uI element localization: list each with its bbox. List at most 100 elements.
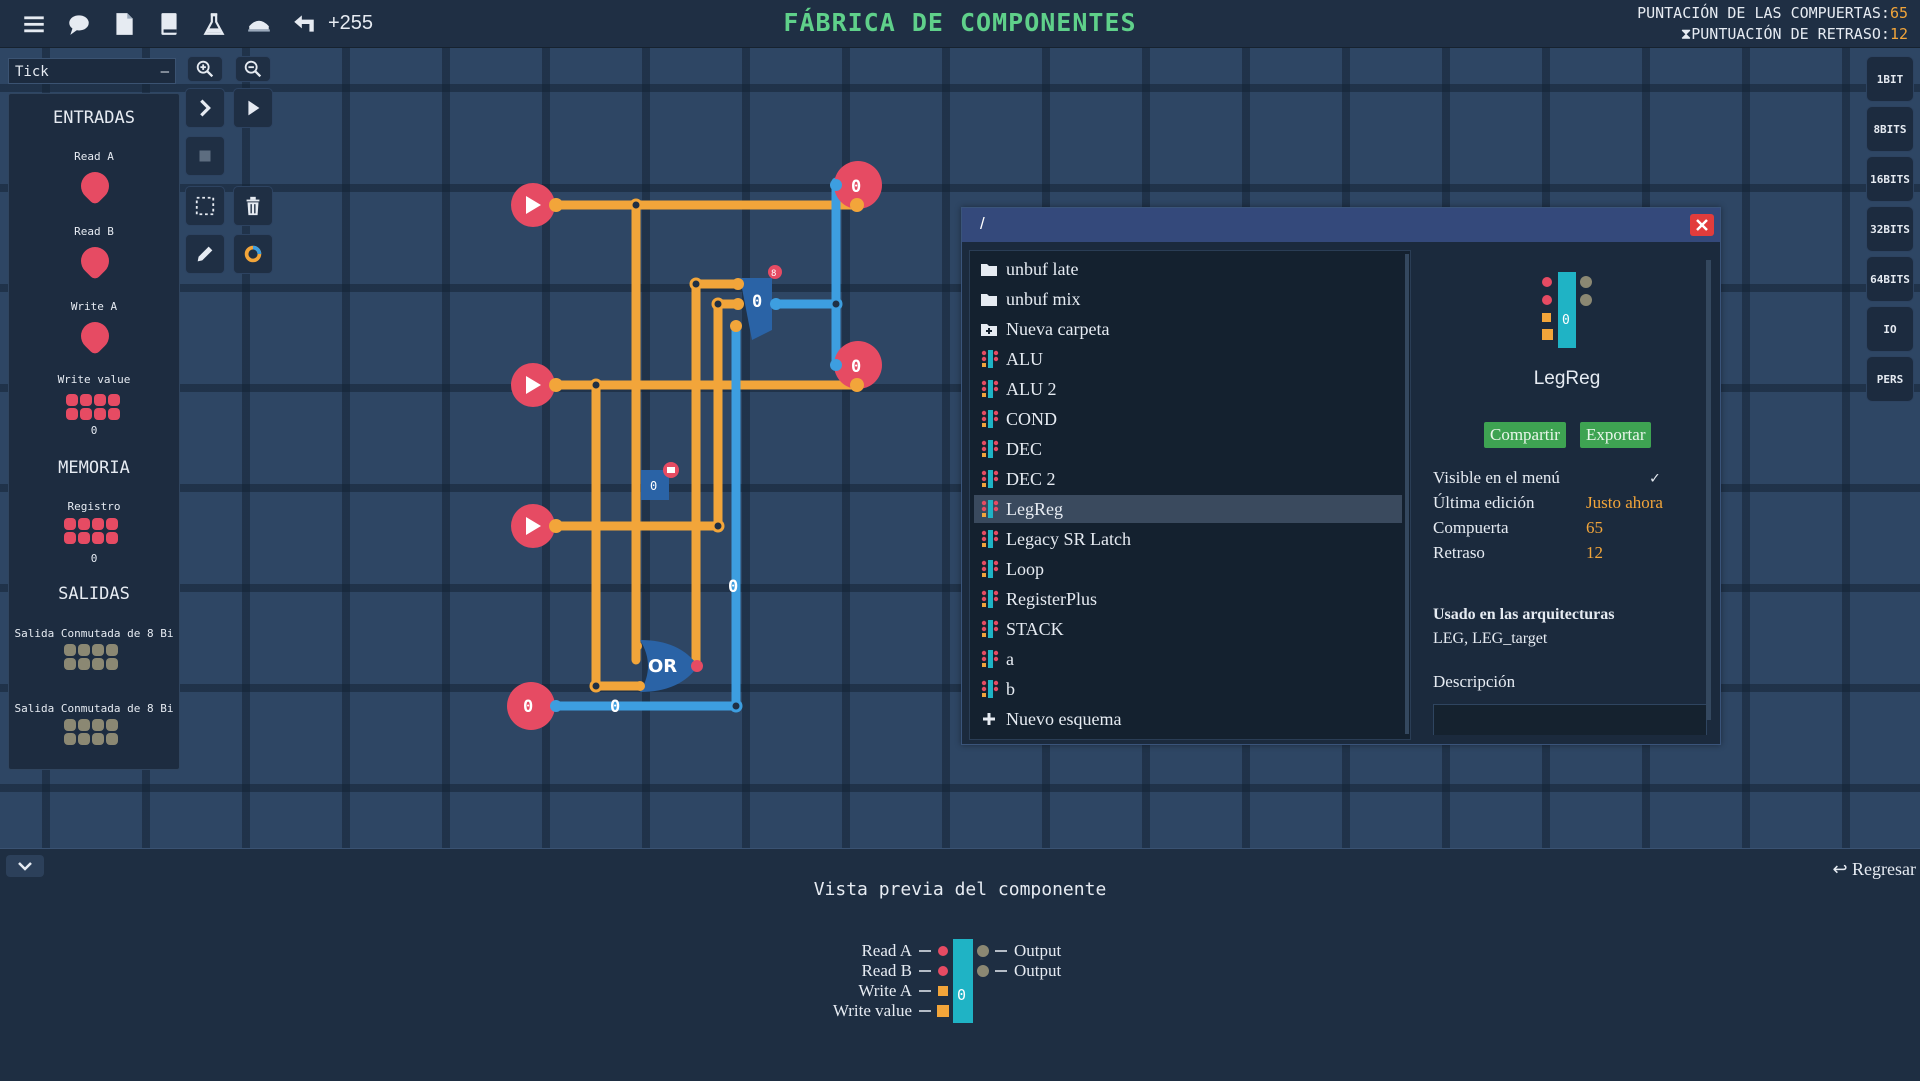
list-item[interactable]: ALU 2 (974, 375, 1402, 403)
list-item[interactable]: COND (974, 405, 1402, 433)
pencil-icon (197, 246, 213, 262)
menu-icon[interactable] (19, 9, 49, 39)
list-item[interactable]: DEC 2 (974, 465, 1402, 493)
preview-input-read-b: Read B (861, 961, 912, 980)
bit-button-pers[interactable]: PERS (1866, 356, 1914, 402)
list-item[interactable]: a (974, 645, 1402, 673)
export-button[interactable]: Exportar (1580, 422, 1652, 448)
preview-input-read-a: Read A (861, 941, 912, 960)
bit-button-16bits[interactable]: 16BITS (1866, 156, 1914, 202)
list-item[interactable]: Legacy SR Latch (974, 525, 1402, 553)
dialog-header: / (962, 208, 1720, 242)
list-item-label: unbuf mix (1006, 289, 1081, 309)
delay-label: Retraso (1433, 543, 1485, 562)
visible-in-menu-checkbox[interactable]: ✓ (1650, 468, 1660, 487)
bit-button-1bit[interactable]: 1BIT (1866, 56, 1914, 102)
tick-label: Tick (15, 64, 49, 80)
preview-title: Vista previa del componente (813, 879, 1107, 900)
list-item-label: b (1006, 679, 1015, 699)
bit-button-io[interactable]: IO (1866, 306, 1914, 352)
page-icon[interactable] (109, 9, 139, 39)
tick-selector[interactable]: Tick – (8, 58, 176, 84)
input-pin-1[interactable] (511, 183, 563, 227)
list-item[interactable]: b (974, 675, 1402, 703)
list-item[interactable]: STACK (974, 615, 1402, 643)
step-button[interactable] (185, 88, 225, 128)
list-item-label: Nuevo esquema (1006, 709, 1122, 729)
list-item[interactable]: DEC (974, 435, 1402, 463)
preview-chip: 0 (919, 939, 1007, 1023)
output-pin-2[interactable]: 0 (830, 341, 882, 392)
list-item-label: ALU (1006, 349, 1043, 369)
input-pin-4[interactable]: 0 (507, 682, 562, 730)
delete-button[interactable] (233, 186, 273, 226)
description-field[interactable] (1433, 704, 1707, 735)
or-gate[interactable]: OR (632, 640, 703, 692)
undo-arrow-icon[interactable] (289, 9, 319, 39)
back-button[interactable]: ↩ Regresar (1832, 859, 1916, 880)
blue-wires (551, 177, 841, 711)
bit-button-64bits[interactable]: 64BITS (1866, 256, 1914, 302)
memory-section-title: MEMORIA (58, 458, 130, 478)
input-4-value: 0 (523, 697, 533, 717)
delay-value: 12 (1586, 543, 1603, 562)
flask-icon[interactable] (199, 9, 229, 39)
collapse-panel-button[interactable] (6, 855, 44, 877)
orange-wires (551, 200, 862, 691)
output-pin-1[interactable]: 0 (830, 161, 882, 212)
pencil-button[interactable] (185, 234, 225, 274)
delay-score-value: 12 (1889, 25, 1908, 43)
hourglass-icon: ⧗ (1680, 25, 1692, 43)
stop-button[interactable] (185, 136, 225, 176)
switched-output-2[interactable] (64, 719, 118, 745)
list-item[interactable]: unbuf mix (974, 285, 1402, 313)
input-pin-3[interactable] (511, 504, 563, 548)
select-button[interactable] (185, 186, 225, 226)
register-number: 0 (90, 552, 98, 565)
list-item[interactable]: LegReg (974, 495, 1402, 523)
write-value-byte-input[interactable] (66, 394, 120, 420)
switch-gate-value: 0 (752, 292, 762, 312)
register-block[interactable]: 0 (641, 462, 679, 500)
stop-icon (199, 150, 211, 162)
selection-box-icon (195, 196, 215, 216)
play-button[interactable] (233, 88, 273, 128)
zoom-in-button[interactable] (187, 56, 223, 82)
register-component[interactable] (64, 518, 118, 544)
list-item[interactable]: Nuevo esquema (974, 705, 1402, 733)
list-item[interactable]: RegisterPlus (974, 585, 1402, 613)
list-item[interactable]: unbuf late (974, 255, 1402, 283)
book-icon[interactable] (154, 9, 184, 39)
list-item[interactable]: Nueva carpeta (974, 315, 1402, 343)
play-icon (248, 100, 260, 116)
orange-wire-nodes (589, 198, 725, 693)
zoom-in-icon (196, 60, 214, 78)
color-button[interactable] (233, 234, 273, 274)
collapse-minus-icon[interactable]: – (160, 64, 169, 80)
list-item-label: DEC (1006, 439, 1042, 459)
share-button[interactable]: Compartir (1484, 422, 1566, 448)
hat-icon[interactable] (244, 9, 274, 39)
list-item[interactable]: ALU (974, 345, 1402, 373)
zoom-out-button[interactable] (235, 56, 271, 82)
bit-button-32bits[interactable]: 32BITS (1866, 206, 1914, 252)
list-scrollbar[interactable] (1405, 254, 1409, 734)
output-2-value: 0 (851, 357, 861, 377)
switched-output-1[interactable] (64, 644, 118, 670)
register-label: Registro (67, 500, 121, 513)
wire-value-label-1: 0 (728, 577, 738, 597)
back-arrow-icon: ↩ (1832, 859, 1848, 879)
bit-button-8bits[interactable]: 8BITS (1866, 106, 1914, 152)
outputs-section-title: SALIDAS (58, 584, 130, 604)
details-scrollbar[interactable] (1706, 260, 1711, 720)
write-value-label: Write value (57, 373, 131, 386)
switch-gate[interactable]: 0 8 (730, 265, 782, 340)
input-pin-2[interactable] (511, 363, 563, 407)
list-item[interactable]: Loop (974, 555, 1402, 583)
delay-counter: +255 (328, 12, 374, 34)
list-item-label: unbuf late (1006, 259, 1079, 279)
chat-icon[interactable] (64, 9, 94, 39)
close-button[interactable] (1690, 214, 1714, 236)
gate-score-label: PUNTACIÓN DE LAS COMPUERTAS: (1637, 4, 1890, 22)
